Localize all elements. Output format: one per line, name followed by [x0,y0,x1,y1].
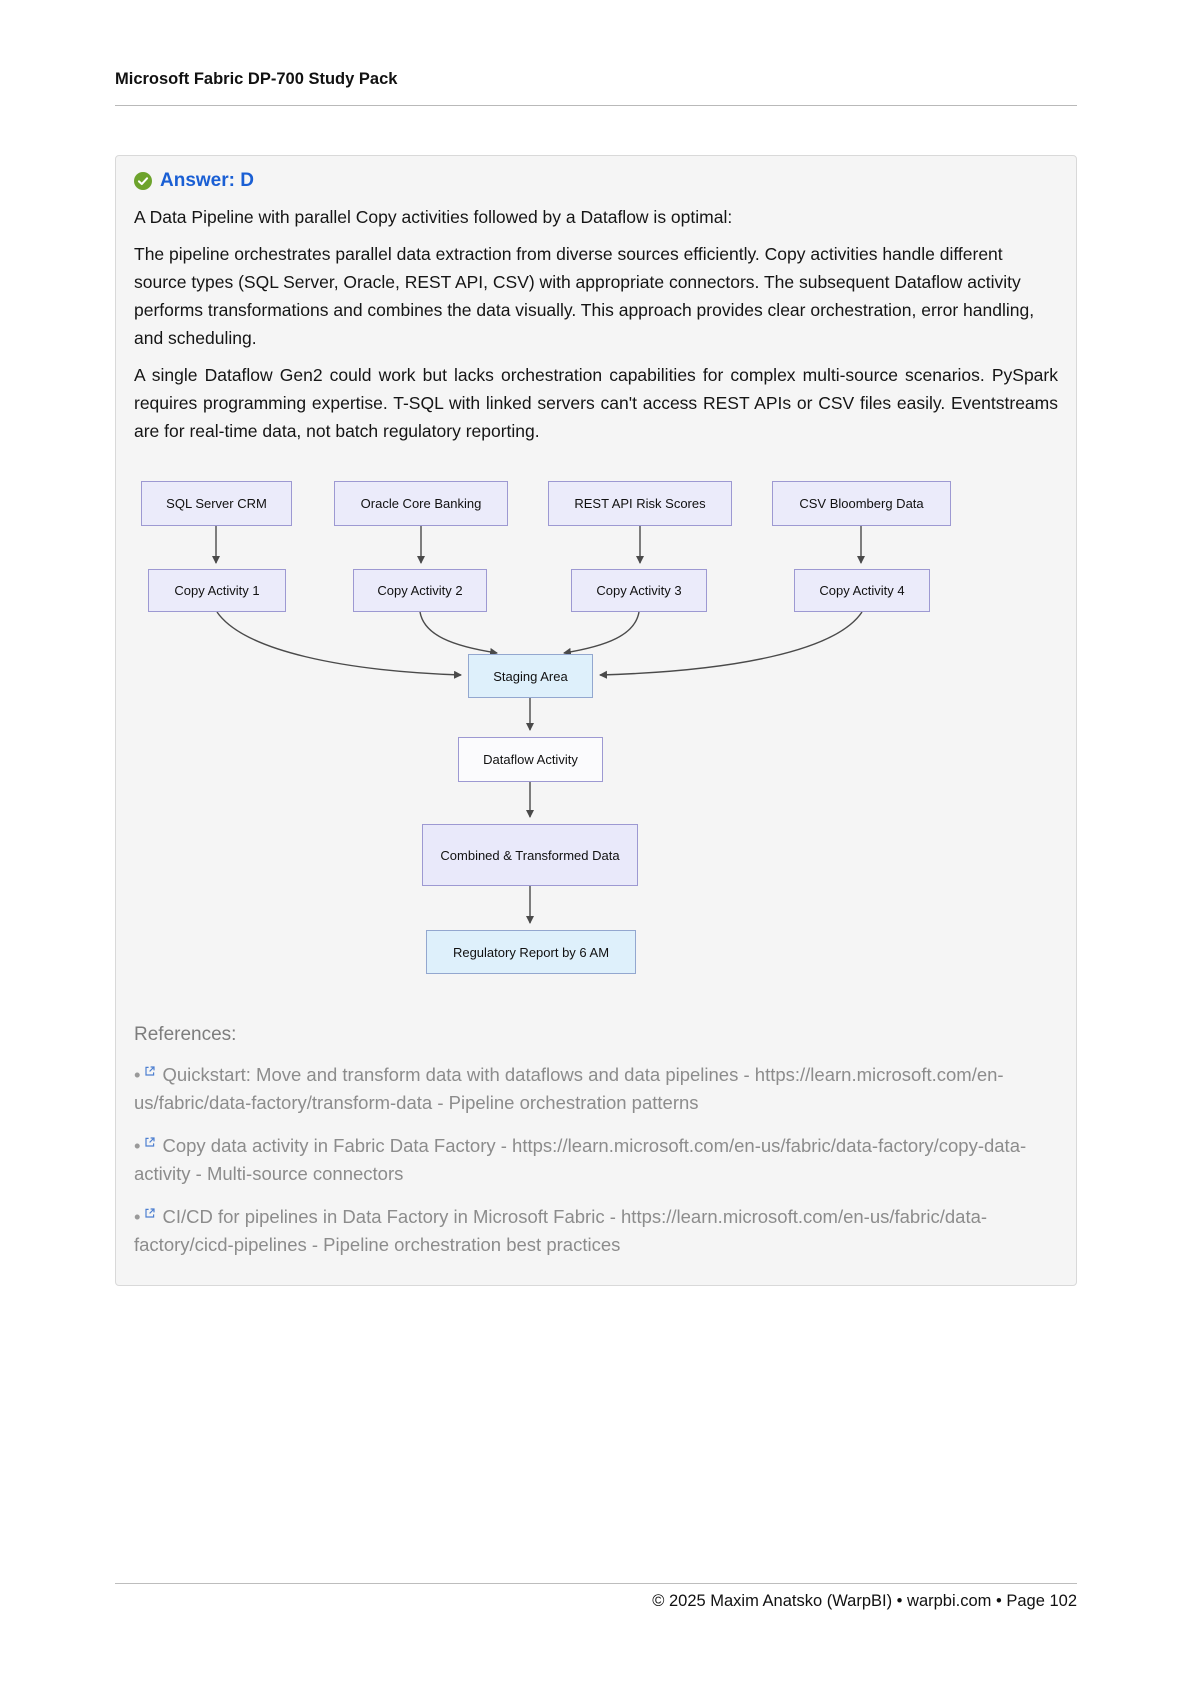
reference-text: Copy data activity in Fabric Data Factor… [134,1135,1027,1184]
footer-divider [115,1583,1077,1584]
external-link-icon [144,1128,156,1156]
external-link-icon [144,1057,156,1085]
page-title: Microsoft Fabric DP-700 Study Pack [115,70,398,88]
node-copy-activity-3: Copy Activity 3 [571,569,707,612]
page-header: Microsoft Fabric DP-700 Study Pack [115,0,1077,106]
reference-link-cicd-pipelines[interactable]: •CI/CD for pipelines in Data Factory in … [134,1203,1058,1259]
pipeline-flow-diagram: SQL Server CRM Oracle Core Banking REST … [134,479,1059,984]
diagram-arrows [212,526,865,924]
references-heading: References: [134,1024,237,1045]
node-regulatory-report: Regulatory Report by 6 AM [426,930,636,974]
reference-text: Quickstart: Move and transform data with… [134,1064,1004,1113]
node-source-oracle-core-banking: Oracle Core Banking [334,481,508,526]
answer-card: Answer: D A Data Pipeline with parallel … [115,155,1077,1286]
footer-text: © 2025 Maxim Anatsko (WarpBI) • warpbi.c… [652,1592,1077,1610]
node-source-rest-api-risk-scores: REST API Risk Scores [548,481,732,526]
answer-paragraph-1: The pipeline orchestrates parallel data … [134,244,1035,348]
node-combined-transformed-data: Combined & Transformed Data [422,824,638,886]
header-divider [115,105,1077,106]
node-copy-activity-1: Copy Activity 1 [148,569,286,612]
node-dataflow-activity: Dataflow Activity [458,737,603,782]
bullet: • [134,1135,141,1156]
node-staging-area: Staging Area [468,654,593,698]
check-circle-icon [134,172,152,190]
node-source-sql-server-crm: SQL Server CRM [141,481,292,526]
answer-header: Answer: D [134,170,1058,192]
external-link-icon [144,1199,156,1227]
answer-lead: A Data Pipeline with parallel Copy activ… [134,207,733,227]
bullet: • [134,1206,141,1227]
node-source-csv-bloomberg-data: CSV Bloomberg Data [772,481,951,526]
page-footer: © 2025 Maxim Anatsko (WarpBI) • warpbi.c… [115,1583,1077,1611]
reference-link-quickstart[interactable]: •Quickstart: Move and transform data wit… [134,1061,1058,1117]
answer-label: Answer: D [160,170,254,191]
node-copy-activity-4: Copy Activity 4 [794,569,930,612]
reference-text: CI/CD for pipelines in Data Factory in M… [134,1206,988,1255]
node-copy-activity-2: Copy Activity 2 [353,569,487,612]
bullet: • [134,1064,141,1085]
answer-paragraph-2: A single Dataflow Gen2 could work but la… [134,365,1058,441]
reference-link-copy-data-activity[interactable]: •Copy data activity in Fabric Data Facto… [134,1132,1058,1188]
